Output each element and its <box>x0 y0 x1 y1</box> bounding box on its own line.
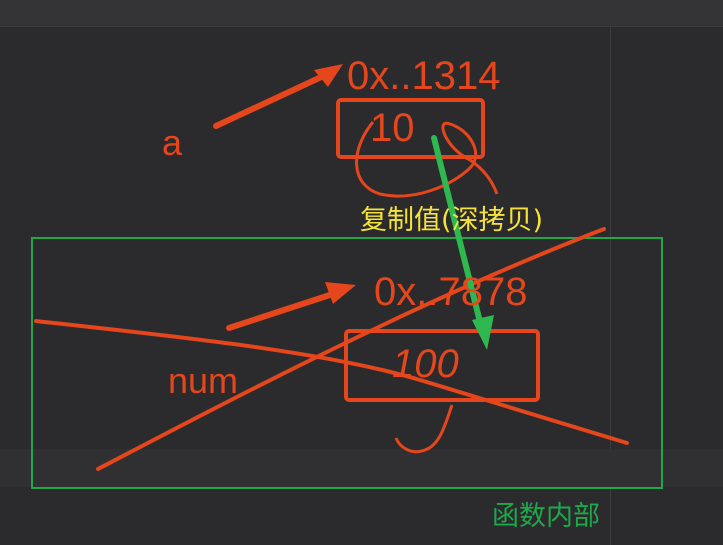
scribble-hook-num <box>394 404 454 454</box>
variable-label-a: a <box>162 122 183 163</box>
cross-out-stroke-1 <box>34 319 629 445</box>
pointer-arrow-num <box>226 282 356 331</box>
value-num: 100 <box>392 342 459 386</box>
copy-arrow <box>431 135 494 350</box>
editor-top-bar <box>0 0 723 27</box>
scribble-loop-a <box>355 121 499 198</box>
memory-box-num <box>344 329 540 402</box>
address-a: 0x..1314 <box>347 54 501 98</box>
variable-label-num: num <box>168 360 239 401</box>
function-scope-label: 函数内部 <box>492 501 600 532</box>
editor-divider-line <box>610 26 611 545</box>
address-num: 0x..7878 <box>374 270 528 314</box>
memory-box-a <box>336 98 485 159</box>
pointer-arrow-a <box>213 64 343 129</box>
cross-out-stroke-2 <box>96 227 606 471</box>
function-scope-box <box>31 237 663 489</box>
value-a: 10 <box>370 106 415 150</box>
copy-value-label: 复制值(深拷贝) <box>360 205 544 236</box>
